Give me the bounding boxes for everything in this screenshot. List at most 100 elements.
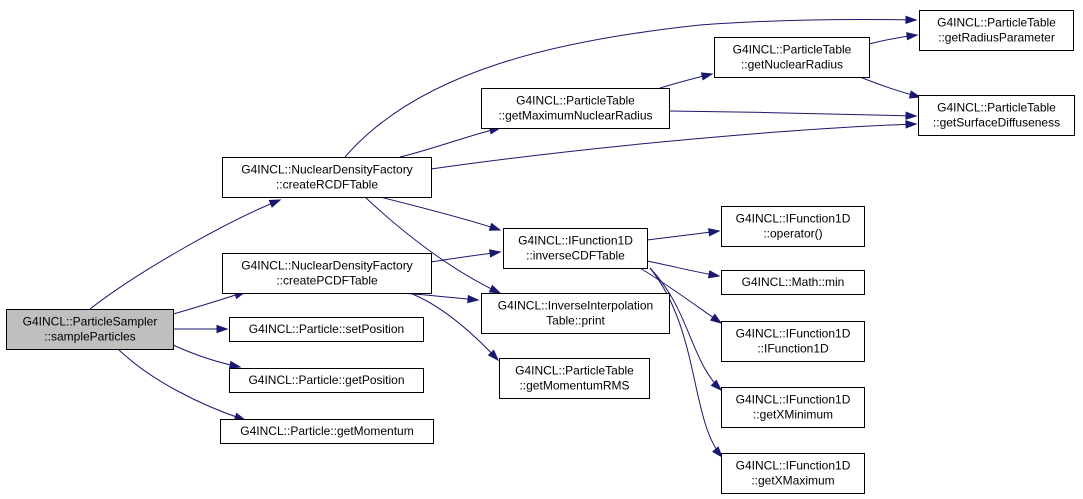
node-label-line: Table::print: [546, 314, 605, 328]
root-node-box[interactable]: [6, 309, 174, 350]
node-surfdiff[interactable]: G4INCL::ParticleTable::getSurfaceDiffuse…: [918, 95, 1075, 136]
edge-line: [379, 196, 501, 231]
node-invcdf[interactable]: G4INCL::IFunction1D::inverseCDFTable: [503, 228, 648, 269]
edge-sampler-to-rcdf: [89, 199, 282, 310]
edge-pcdf-to-invcdf: [430, 249, 502, 263]
node-label-line: G4INCL::IFunction1D: [736, 459, 851, 473]
edge-maxrad-to-nucrad: [659, 72, 714, 89]
node-box[interactable]: [499, 358, 650, 399]
node-label-line: G4INCL::ParticleTable: [516, 94, 635, 108]
edge-arrowhead: [708, 228, 721, 237]
edge-line: [649, 267, 723, 458]
node-label-line: ::getMomentumRMS: [519, 379, 629, 393]
node-label-line: ::operator(): [763, 227, 822, 241]
edge-arrowhead: [905, 111, 918, 120]
edge-sampler-to-getmom: [117, 348, 247, 421]
node-operator[interactable]: G4INCL::IFunction1D::operator(): [721, 206, 865, 247]
edge-nucrad-to-surfdiff: [859, 76, 922, 99]
node-pcdf[interactable]: G4INCL::NuclearDensityFactory::createPCD…: [222, 253, 432, 294]
node-nucrad[interactable]: G4INCL::ParticleTable::getNuclearRadius: [714, 37, 870, 78]
edge-pcdf-to-momrms: [409, 292, 500, 362]
edge-arrowhead: [488, 222, 502, 231]
edge-arrowhead: [467, 294, 480, 304]
edge-sampler-to-setpos: [173, 324, 229, 334]
node-box[interactable]: [919, 10, 1074, 51]
node-label-line: G4INCL::IFunction1D: [736, 327, 851, 341]
node-label-line: ::IFunction1D: [757, 342, 829, 356]
edge-arrowhead: [707, 270, 721, 279]
node-box[interactable]: [721, 387, 865, 428]
node-radparam[interactable]: G4INCL::ParticleTable::getRadiusParamete…: [919, 10, 1074, 51]
node-mathmin[interactable]: G4INCL::Math::min: [721, 270, 865, 295]
node-label-line: G4INCL::ParticleTable: [937, 101, 1056, 115]
edge-arrowhead: [216, 324, 229, 334]
edge-invcdf-to-mathmin: [646, 260, 721, 279]
node-label-line: G4INCL::NuclearDensityFactory: [241, 259, 412, 273]
edge-arrowhead: [905, 15, 918, 25]
node-getpos[interactable]: G4INCL::Particle::getPosition: [229, 368, 424, 393]
node-box[interactable]: [721, 270, 865, 295]
node-label-line: G4INCL::Particle::getMomentum: [240, 424, 413, 438]
node-label-line: G4INCL::ParticleSampler: [23, 315, 158, 329]
node-label-line: G4INCL::ParticleTable: [733, 43, 852, 57]
edge-sampler-to-getpos: [172, 344, 242, 370]
edge-arrowhead: [488, 284, 502, 294]
edge-rcdf-to-invprint: [364, 196, 502, 294]
edge-line: [649, 267, 722, 391]
edge-line: [172, 291, 246, 315]
node-box[interactable]: [222, 157, 432, 198]
node-label-line: G4INCL::IFunction1D: [518, 234, 633, 248]
edge-line: [409, 292, 499, 361]
node-box[interactable]: [229, 317, 424, 342]
node-getxmax[interactable]: G4INCL::IFunction1D::getXMaximum: [721, 453, 865, 494]
edge-invcdf-to-getxmin: [649, 267, 723, 392]
node-ifunc[interactable]: G4INCL::IFunction1D::IFunction1D: [721, 321, 865, 362]
node-box[interactable]: [721, 321, 865, 362]
node-label-line: G4INCL::IFunction1D: [736, 393, 851, 407]
node-getxmin[interactable]: G4INCL::IFunction1D::getXMinimum: [721, 387, 865, 428]
node-label-line: ::createRCDFTable: [276, 178, 378, 192]
node-label-line: G4INCL::NuclearDensityFactory: [241, 163, 412, 177]
edge-nucrad-to-radparam: [868, 32, 919, 45]
node-box[interactable]: [481, 293, 670, 334]
edge-rcdf-to-surfdiff: [430, 120, 918, 170]
node-label-line: ::getNuclearRadius: [741, 58, 843, 72]
edge-line: [646, 260, 720, 277]
edge-arrowhead: [908, 90, 922, 99]
node-box[interactable]: [714, 37, 870, 78]
edge-invcdf-to-getxmax: [649, 267, 723, 459]
node-sampler[interactable]: G4INCL::ParticleSampler::sampleParticles: [6, 309, 174, 350]
node-box[interactable]: [220, 419, 434, 444]
node-label-line: ::getSurfaceDiffuseness: [933, 116, 1060, 130]
node-box[interactable]: [481, 88, 670, 129]
node-label-line: ::getRadiusParameter: [938, 31, 1055, 45]
edge-arrowhead: [906, 32, 919, 41]
node-getmom[interactable]: G4INCL::Particle::getMomentum: [220, 419, 434, 444]
node-rcdf[interactable]: G4INCL::NuclearDensityFactory::createRCD…: [222, 157, 432, 198]
nodes-layer: G4INCL::ParticleSampler::sampleParticles…: [6, 10, 1075, 494]
node-label-line: G4INCL::IFunction1D: [736, 212, 851, 226]
node-label-line: G4INCL::Math::min: [742, 275, 845, 289]
edge-rcdf-to-invcdf: [379, 196, 502, 231]
edge-line: [117, 348, 246, 421]
node-box[interactable]: [721, 453, 865, 494]
node-box[interactable]: [721, 206, 865, 247]
node-label-line: ::getXMinimum: [753, 408, 833, 422]
edge-invcdf-to-operator: [646, 228, 721, 241]
edge-line: [89, 199, 281, 310]
node-momrms[interactable]: G4INCL::ParticleTable::getMomentumRMS: [499, 358, 650, 399]
node-box[interactable]: [503, 228, 648, 269]
node-setpos[interactable]: G4INCL::Particle::setPosition: [229, 317, 424, 342]
node-maxrad[interactable]: G4INCL::ParticleTable::getMaximumNuclear…: [481, 88, 670, 129]
node-label-line: G4INCL::Particle::setPosition: [249, 322, 404, 336]
node-label-line: G4INCL::ParticleTable: [937, 16, 1056, 30]
edge-rcdf-to-radparam: [344, 15, 918, 158]
edge-invcdf-to-ifunc: [639, 267, 723, 324]
node-box[interactable]: [222, 253, 432, 294]
node-box[interactable]: [229, 368, 424, 393]
edge-arrowhead: [489, 249, 502, 258]
node-label-line: ::getXMaximum: [751, 474, 834, 488]
node-box[interactable]: [918, 95, 1075, 136]
